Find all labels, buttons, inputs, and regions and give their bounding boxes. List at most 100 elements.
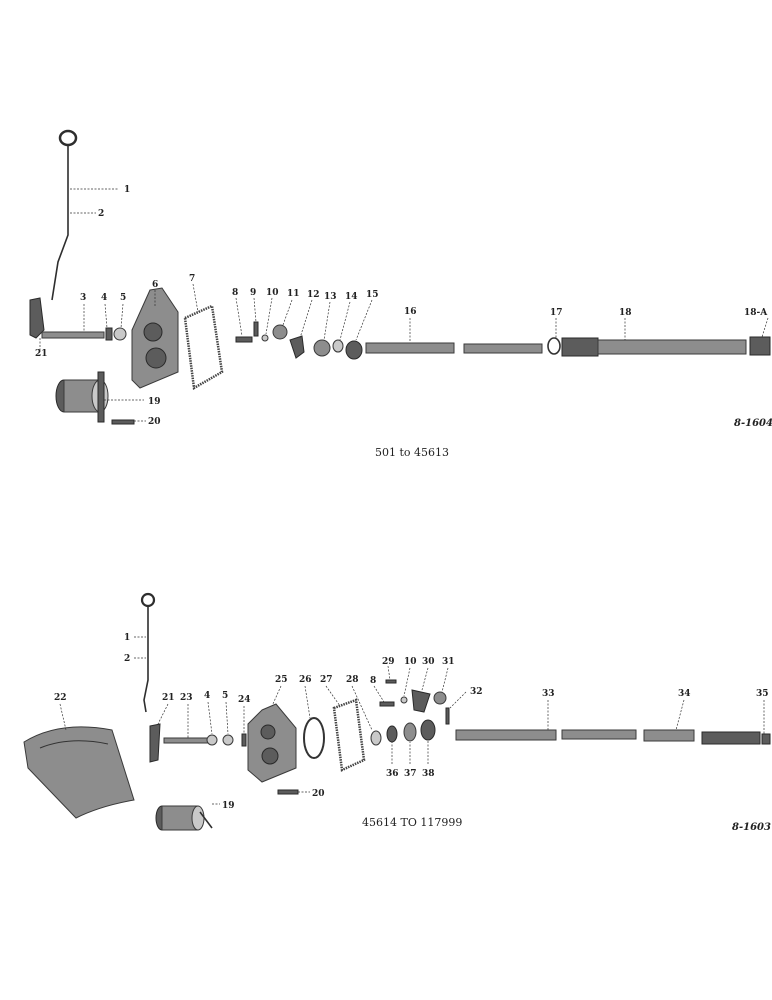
lower-label-34: 34 bbox=[678, 689, 691, 699]
part-24 bbox=[241, 733, 247, 747]
lower-caption: 45614 TO 117999 bbox=[362, 816, 462, 829]
part-27-gasket bbox=[332, 698, 366, 772]
lower-label-29: 29 bbox=[382, 657, 395, 667]
lower-label-23: 23 bbox=[180, 693, 193, 703]
part-shift-lever-lower bbox=[140, 592, 156, 713]
part-38 bbox=[420, 719, 436, 741]
lower-label-27: 27 bbox=[320, 675, 333, 685]
part-11 bbox=[272, 324, 288, 340]
lower-label-4: 4 bbox=[204, 691, 210, 701]
lower-label-31: 31 bbox=[442, 657, 455, 667]
part-37 bbox=[403, 722, 417, 742]
lower-label-30: 30 bbox=[422, 657, 435, 667]
part-21-fork-lower bbox=[149, 723, 161, 763]
part-13 bbox=[313, 339, 331, 357]
part-8-lower bbox=[379, 701, 395, 707]
upper-labels: 1 2 3 4 5 6 7 8 9 10 11 12 13 14 15 16 1… bbox=[35, 185, 768, 427]
upper-label-19: 19 bbox=[148, 397, 161, 407]
part-36 bbox=[386, 725, 398, 743]
upper-label-15: 15 bbox=[366, 290, 379, 300]
housing-bore-lower-lower bbox=[261, 747, 279, 765]
lower-label-10: 10 bbox=[404, 657, 417, 667]
lower-label-32: 32 bbox=[470, 687, 483, 697]
lower-label-33: 33 bbox=[542, 689, 555, 699]
part-4-lower bbox=[206, 734, 218, 746]
upper-label-11: 11 bbox=[287, 289, 300, 299]
lower-label-38: 38 bbox=[422, 769, 435, 779]
part-8 bbox=[235, 336, 253, 343]
upper-label-3: 3 bbox=[80, 293, 86, 303]
part-18-tube bbox=[597, 339, 747, 355]
part-32 bbox=[445, 707, 450, 725]
part-19-sleeve bbox=[55, 371, 109, 423]
part-12 bbox=[289, 335, 305, 359]
part-19-sleeve-lower bbox=[155, 805, 213, 831]
housing-bore-upper-lower bbox=[260, 724, 276, 740]
part-16-shaft bbox=[365, 342, 455, 354]
part-10-lower bbox=[400, 696, 408, 704]
part-31 bbox=[433, 691, 447, 705]
upper-label-21: 21 bbox=[35, 349, 48, 359]
part-18-shaft bbox=[561, 337, 599, 357]
part-28 bbox=[370, 730, 382, 746]
part-14 bbox=[332, 339, 344, 353]
part-34-b bbox=[701, 731, 761, 745]
lower-label-8: 8 bbox=[370, 676, 376, 686]
part-33-shaft-b bbox=[561, 729, 637, 740]
part-5-lower bbox=[222, 734, 234, 746]
part-30 bbox=[411, 689, 431, 713]
upper-label-7: 7 bbox=[189, 274, 195, 284]
lower-label-2: 2 bbox=[124, 654, 130, 664]
lower-label-21: 21 bbox=[162, 693, 175, 703]
upper-reference: 8-1604 bbox=[734, 418, 772, 429]
upper-label-20: 20 bbox=[148, 417, 161, 427]
lower-leader-lines bbox=[59, 636, 765, 805]
part-5 bbox=[113, 327, 127, 341]
upper-label-16: 16 bbox=[404, 307, 417, 317]
lower-labels: 1 2 4 5 8 10 19 20 21 22 23 24 25 26 27 … bbox=[54, 633, 769, 811]
upper-label-17: 17 bbox=[550, 308, 563, 318]
lower-label-26: 26 bbox=[299, 675, 312, 685]
upper-label-18: 18 bbox=[619, 308, 632, 318]
lower-label-1: 1 bbox=[124, 633, 130, 643]
lower-label-22: 22 bbox=[54, 693, 67, 703]
part-7-gasket bbox=[183, 304, 224, 391]
lower-label-24: 24 bbox=[238, 695, 251, 705]
lower-label-25: 25 bbox=[275, 675, 288, 685]
part-4 bbox=[105, 327, 113, 341]
part-33-shaft bbox=[455, 729, 557, 741]
part-18a bbox=[749, 336, 771, 356]
part-29 bbox=[385, 679, 397, 684]
part-9 bbox=[253, 321, 259, 337]
housing-bore-upper bbox=[143, 322, 163, 342]
lower-reference: 8-1603 bbox=[732, 822, 771, 833]
part-20-pin bbox=[111, 419, 135, 425]
lower-label-35: 35 bbox=[756, 689, 769, 699]
upper-label-4: 4 bbox=[101, 293, 107, 303]
lower-label-36: 36 bbox=[386, 769, 399, 779]
part-3-rail bbox=[41, 331, 105, 339]
upper-leader-lines bbox=[39, 188, 769, 422]
upper-label-9: 9 bbox=[250, 288, 256, 298]
part-22-shield bbox=[23, 726, 135, 819]
part-26-ring bbox=[303, 717, 325, 759]
upper-label-6: 6 bbox=[152, 280, 158, 290]
part-25-housing bbox=[247, 703, 297, 783]
upper-diagram: 1 2 3 4 5 6 7 8 9 10 11 12 13 14 15 16 1… bbox=[29, 129, 772, 459]
part-20-pin-lower bbox=[277, 789, 299, 795]
upper-label-5: 5 bbox=[120, 293, 126, 303]
lower-label-28: 28 bbox=[346, 675, 359, 685]
part-21-fork bbox=[29, 297, 45, 339]
upper-caption: 501 to 45613 bbox=[375, 446, 449, 459]
lower-label-5: 5 bbox=[222, 691, 228, 701]
upper-label-12: 12 bbox=[307, 290, 320, 300]
upper-label-2: 2 bbox=[98, 209, 104, 219]
shield-edge bbox=[39, 740, 109, 749]
part-15 bbox=[345, 340, 363, 360]
lower-label-19: 19 bbox=[222, 801, 235, 811]
upper-label-1: 1 bbox=[124, 185, 130, 195]
upper-label-10: 10 bbox=[266, 288, 279, 298]
part-34 bbox=[643, 729, 695, 742]
part-23-rail bbox=[163, 737, 209, 744]
